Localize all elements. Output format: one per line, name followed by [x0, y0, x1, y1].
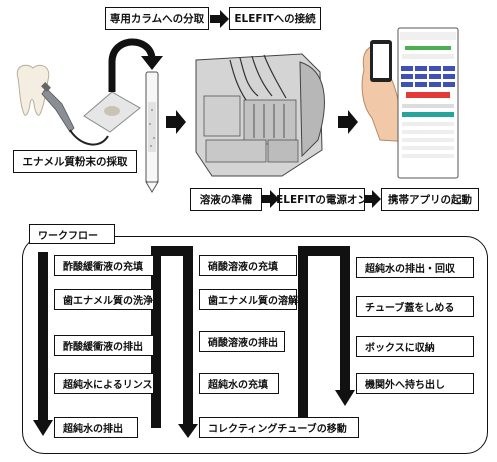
tooth-illustration	[16, 64, 50, 116]
workflow-step: 超純水の排出・回収	[356, 257, 474, 278]
step-launch-app: 携帯アプリの起動	[381, 188, 479, 211]
workflow-step: 超純水の排出	[54, 417, 138, 438]
arrow-right-icon	[210, 10, 229, 28]
workflow-step: 酢酸緩衝液の排出	[54, 335, 154, 356]
workflow-step: 硝酸溶液の排出	[199, 331, 285, 352]
app-screen-illustration	[397, 27, 459, 179]
step-collect-enamel-powder: エナメル質粉末の採取	[13, 150, 137, 173]
workflow-step: ボックスに収納	[356, 336, 474, 357]
step-connect-elefit: ELEFITへの接続	[229, 7, 321, 30]
workflow-step: 機関外へ持ち出し	[356, 373, 474, 394]
step-dispense-to-column: 専用カラムへの分取	[105, 7, 209, 30]
workflow-step: 酢酸緩衝液の充填	[54, 255, 154, 276]
arrow-right-icon	[338, 110, 358, 134]
workflow-step: 歯エナメル質の溶解	[199, 289, 298, 310]
elefit-device-illustration	[195, 53, 325, 177]
workflow-step: チューブ蓋をしめる	[356, 296, 474, 317]
arrow-right-icon	[364, 190, 381, 208]
dental-drill-illustration	[41, 82, 109, 146]
step-prepare-solution: 溶液の準備	[190, 188, 262, 211]
workflow-frame	[22, 236, 488, 454]
workflow-step: 硝酸溶液の充填	[199, 255, 297, 276]
step-power-on-elefit: ELEFITの電源オン	[276, 188, 368, 211]
arrow-right-icon	[262, 190, 279, 208]
workflow-step: 超純水の充填	[199, 373, 279, 394]
workflow-step: コレクティングチューブの移動	[199, 417, 359, 438]
arrow-right-icon	[166, 110, 186, 134]
workflow-step: 歯エナメル質の洗浄	[54, 289, 154, 310]
enamel-powder-paper-illustration	[83, 91, 141, 133]
column-tube-illustration	[145, 71, 159, 193]
workflow-title: ワークフロー	[29, 224, 115, 244]
workflow-step: 超純水によるリンス	[54, 373, 154, 394]
curved-arrow-icon	[108, 38, 163, 92]
workflow-flow-arrows	[33, 246, 355, 438]
